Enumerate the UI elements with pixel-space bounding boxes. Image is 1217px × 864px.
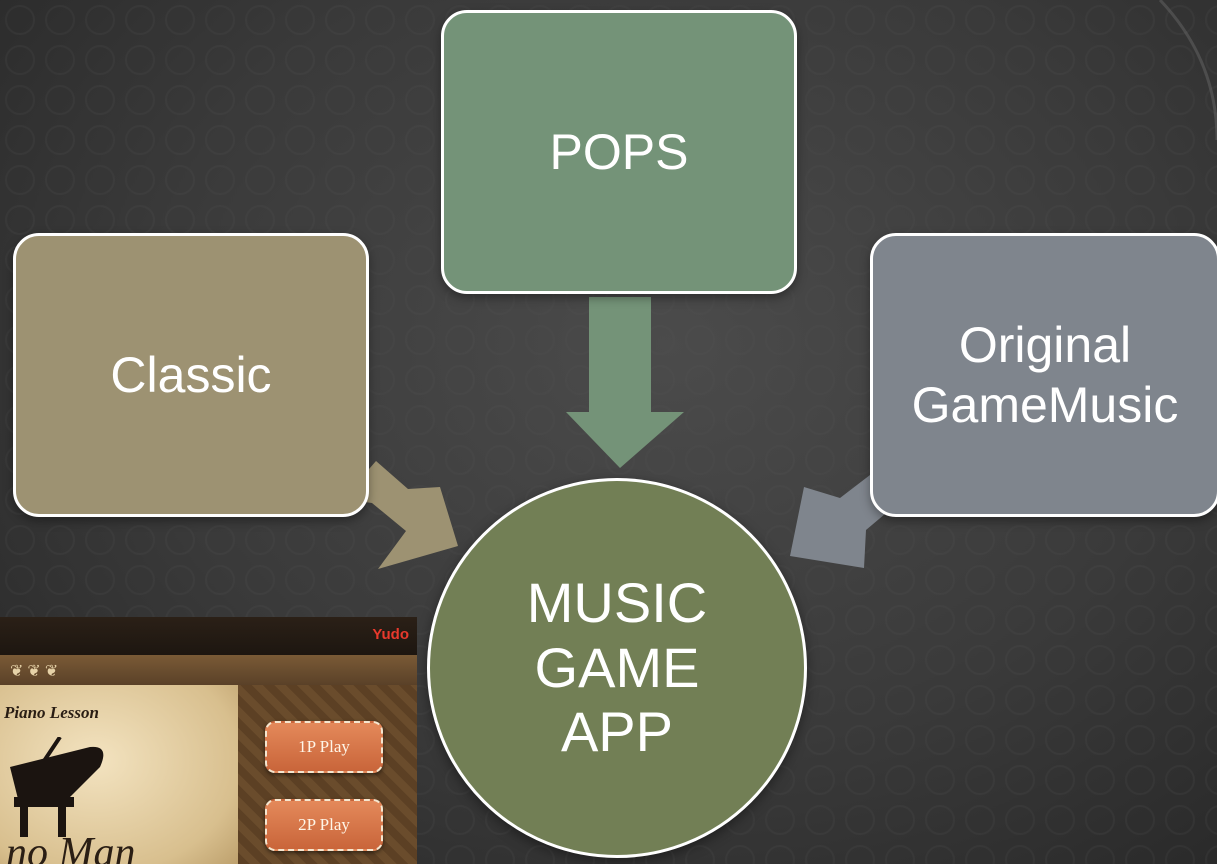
center-label-line3: APP	[560, 700, 674, 764]
ornament-icon: ❦❦❦	[10, 663, 63, 680]
pops-box: POPS	[441, 10, 797, 294]
grand-piano-icon	[10, 737, 104, 837]
app-screenshot: Yudo ❦❦❦ Piano Lesson no Man 1P Play 2P …	[0, 617, 417, 864]
one-player-button[interactable]: 1P Play	[265, 721, 383, 773]
arrow-classic-to-center	[343, 461, 458, 569]
app-ornament-bar: ❦❦❦	[0, 655, 417, 685]
app-logo: Yudo	[372, 626, 409, 643]
original-label-line1: Original	[958, 317, 1132, 373]
classic-label: Classic	[110, 347, 272, 403]
original-label-line2: GameMusic	[911, 377, 1179, 433]
center-label-line2: GAME	[534, 635, 700, 699]
music-game-app-circle: MUSIC GAME APP	[427, 478, 807, 858]
app-script-title: no Man	[6, 830, 136, 864]
app-title: Piano Lesson	[4, 703, 99, 722]
original-gamemusic-label: Original GameMusic	[912, 315, 1179, 435]
classic-box: Classic	[13, 233, 369, 517]
app-top-bar: Yudo	[0, 617, 417, 655]
arrow-pops-to-center	[566, 297, 684, 468]
center-label-line1: MUSIC	[526, 570, 708, 634]
two-player-button[interactable]: 2P Play	[265, 799, 383, 851]
original-gamemusic-box: Original GameMusic	[870, 233, 1217, 517]
pops-label: POPS	[549, 124, 689, 180]
center-label: MUSIC GAME APP	[527, 571, 707, 766]
